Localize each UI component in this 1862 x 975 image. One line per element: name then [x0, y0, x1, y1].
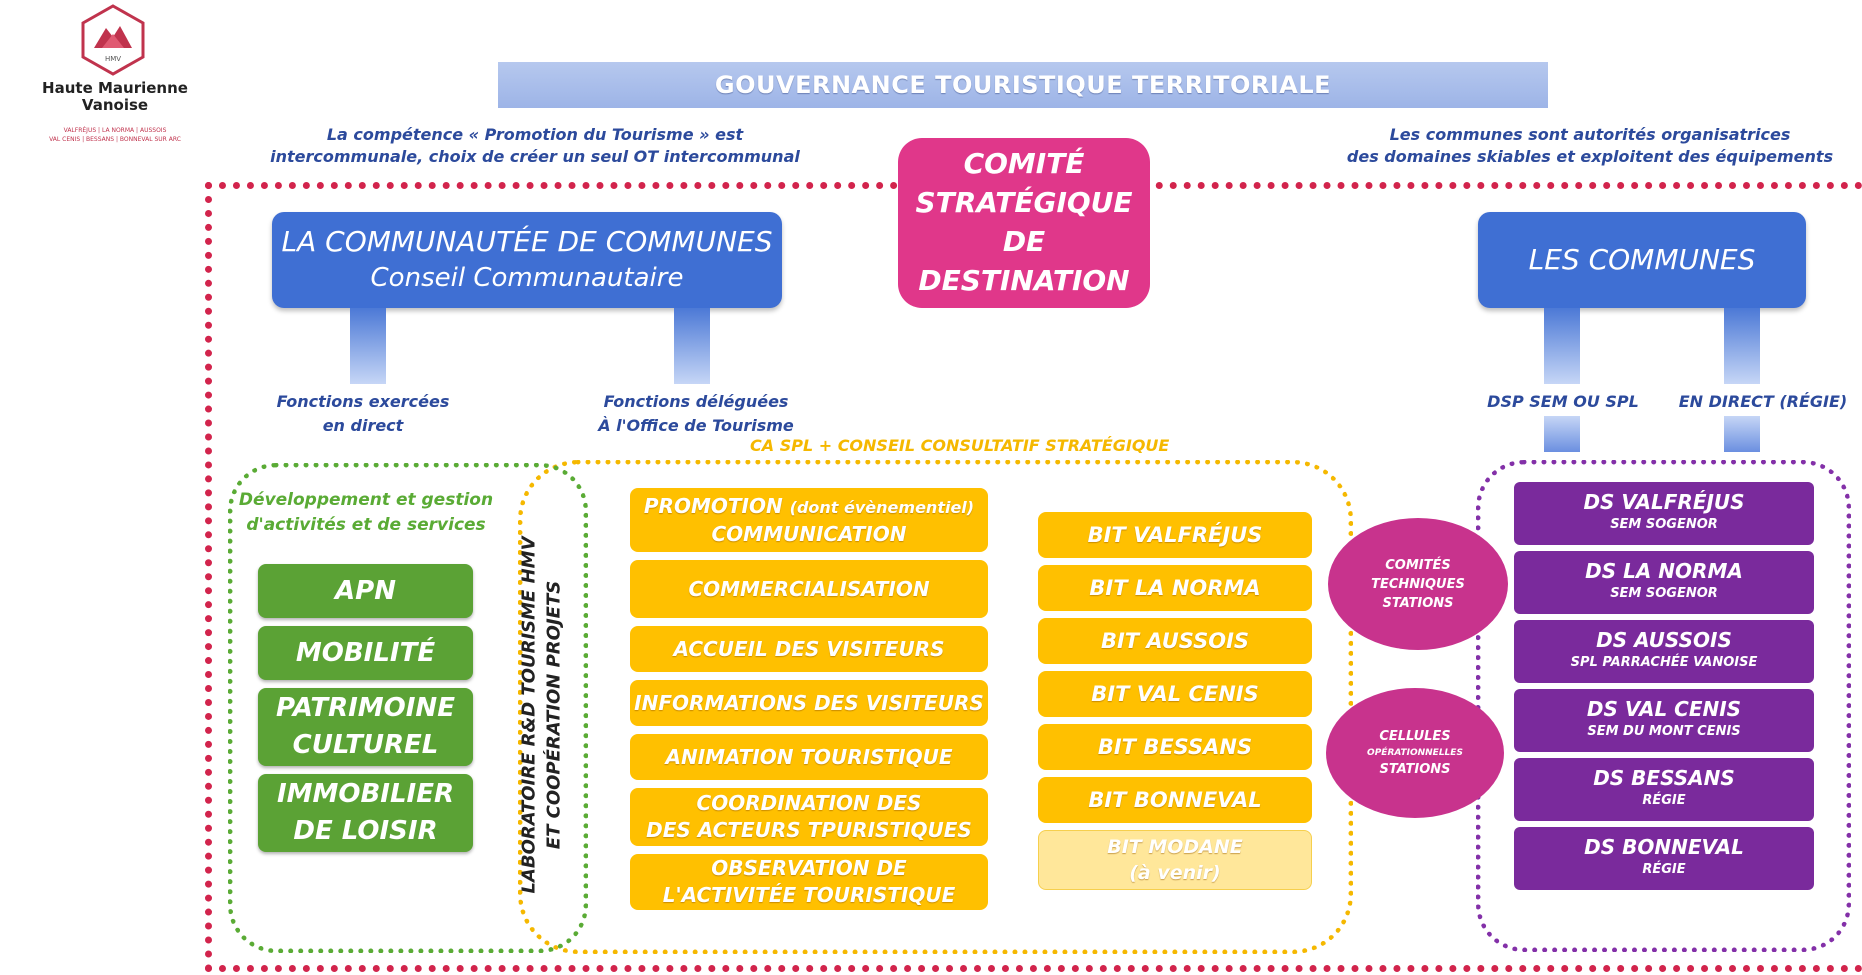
les-communes-box: LES COMMUNES	[1478, 212, 1806, 308]
ca-spl-label: CA SPL + CONSEIL CONSULTATIF STRATÉGIQUE	[750, 436, 1170, 455]
diagram-title: GOUVERNANCE TOURISTIQUE TERRITORIALE	[498, 62, 1548, 108]
comite-strategique-box: COMITÉ STRATÉGIQUE DE DESTINATION	[898, 138, 1150, 308]
connector-regie-lower	[1724, 416, 1760, 452]
coordination-box: COORDINATION DES DES ACTEURS TPURISTIQUE…	[630, 788, 988, 846]
bit-modane-box: BIT MODANE (à venir)	[1038, 830, 1312, 890]
bit-bessans-box: BIT BESSANS	[1038, 724, 1312, 770]
promotion-communication-box: PROMOTION (dont évènementiel) COMMUNICAT…	[630, 488, 988, 552]
apn-box: APN	[258, 564, 473, 618]
label-regie: EN DIRECT (RÉGIE)	[1678, 392, 1848, 411]
connector-delegated	[674, 308, 710, 384]
label-delegated: Fonctions déléguées À l'Office de Touris…	[598, 392, 794, 435]
direct-functions-frame	[228, 463, 588, 953]
bit-valfrejus-box: BIT VALFRÉJUS	[1038, 512, 1312, 558]
note-left: La compétence « Promotion du Tourisme » …	[270, 125, 800, 166]
connector-direct	[350, 308, 386, 384]
note-right: Les communes sont autorités organisatric…	[1346, 125, 1834, 166]
green-heading: Développement et gestion d'activités et …	[238, 490, 494, 535]
comites-techniques-ellipse: COMITÉS TECHNIQUES STATIONS	[1328, 518, 1508, 650]
logo-towns: VALFRÉJUS | LA NORMA | AUSSOIS VAL CENIS…	[49, 127, 181, 143]
patrimoine-culturel-box: PATRIMOINE CULTUREL	[258, 688, 473, 766]
logo-mark: HMV	[105, 55, 121, 63]
commercialisation-box: COMMERCIALISATION	[630, 560, 988, 618]
communaute-communes-box: LA COMMUNAUTÉE DE COMMUNES Conseil Commu…	[272, 212, 782, 308]
laboratoire-label: LABORATOIRE R&D TOURISME HMV ET COOPÉRAT…	[519, 536, 565, 894]
cellules-operationnelles-ellipse: CELLULES OPÉRATIONNELLES STATIONS	[1326, 688, 1504, 818]
mobilite-box: MOBILITÉ	[258, 626, 473, 680]
bit-bonneval-box: BIT BONNEVAL	[1038, 777, 1312, 823]
hmv-logo-icon: HMV	[81, 4, 145, 76]
accueil-visiteurs-box: ACCUEIL DES VISITEURS	[630, 626, 988, 672]
communes-frame	[1476, 460, 1851, 952]
informations-visiteurs-box: INFORMATIONS DES VISITEURS	[630, 680, 988, 726]
label-direct: Fonctions exercées en direct	[276, 392, 450, 435]
logo-name: Haute Maurienne Vanoise	[42, 79, 188, 114]
connector-dsp	[1544, 308, 1580, 384]
immobilier-loisir-box: IMMOBILIER DE LOISIR	[258, 774, 473, 852]
observation-box: OBSERVATION DE L'ACTIVITÉE TOURISTIQUE	[630, 854, 988, 910]
connector-regie	[1724, 308, 1760, 384]
bit-aussois-box: BIT AUSSOIS	[1038, 618, 1312, 664]
animation-touristique-box: ANIMATION TOURISTIQUE	[630, 734, 988, 780]
bit-val-cenis-box: BIT VAL CENIS	[1038, 671, 1312, 717]
bit-la-norma-box: BIT LA NORMA	[1038, 565, 1312, 611]
label-dsp: DSP SEM OU SPL	[1487, 392, 1639, 411]
connector-dsp-lower	[1544, 416, 1580, 452]
